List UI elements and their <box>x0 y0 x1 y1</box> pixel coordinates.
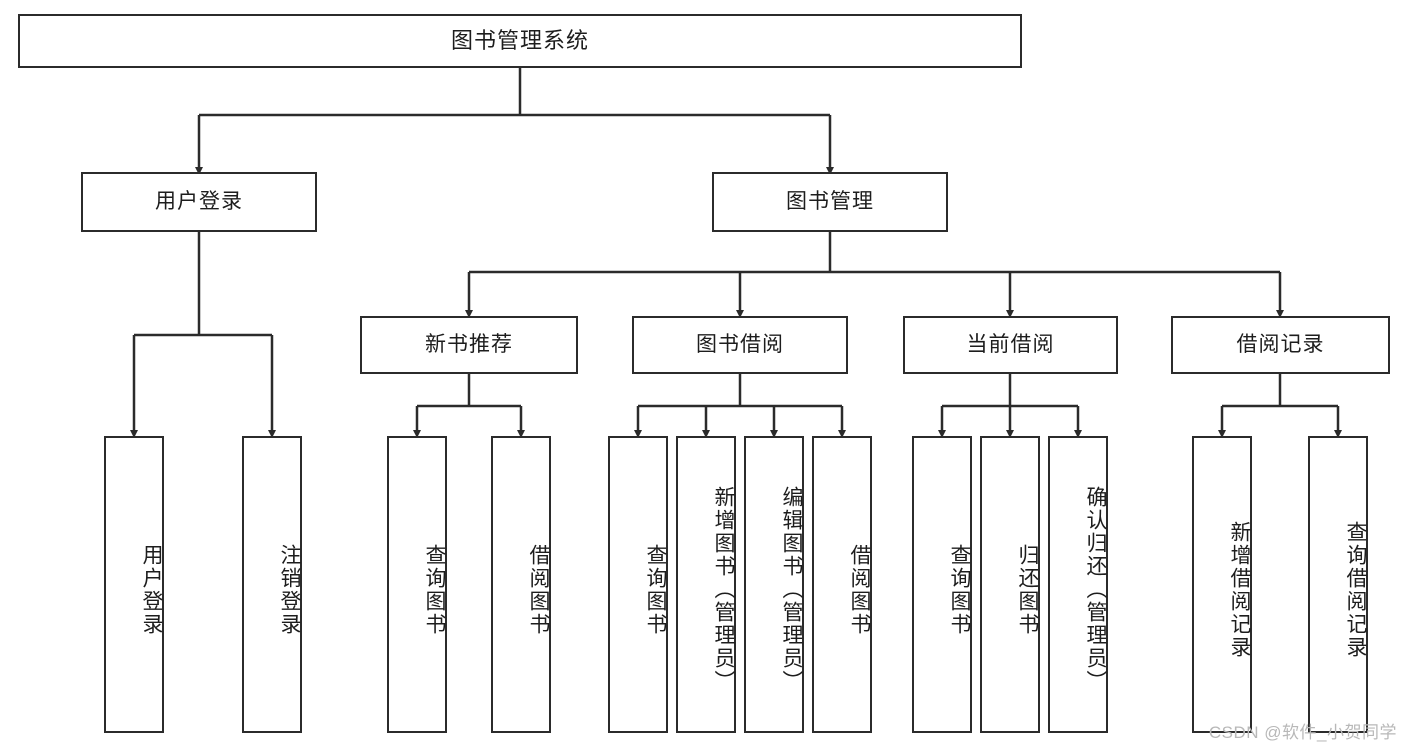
node-label: 借阅记录 <box>1236 333 1325 357</box>
leaf-add-book-admin[interactable]: 新增图书（管理员） <box>676 436 736 733</box>
leaf-query-book-borrow[interactable]: 查询图书 <box>608 436 668 733</box>
node-label: 图书管理系统 <box>450 27 589 53</box>
node-label: 查询图书 <box>948 543 971 636</box>
node-label: 查询图书 <box>644 543 667 636</box>
node-book-borrowing[interactable]: 图书借阅 <box>632 316 848 374</box>
node-label: 查询图书 <box>423 543 446 636</box>
node-label: 用户登录 <box>155 190 243 214</box>
node-label: 新增借阅记录 <box>1228 520 1251 659</box>
node-label: 新书推荐 <box>425 333 513 357</box>
node-label: 借阅图书 <box>527 543 550 636</box>
node-borrowing-records[interactable]: 借阅记录 <box>1171 316 1390 374</box>
csdn-watermark: CSDN @软件_小贺同学 <box>1208 723 1397 742</box>
leaf-query-book-current[interactable]: 查询图书 <box>912 436 972 733</box>
leaf-logout[interactable]: 注销登录 <box>242 436 302 733</box>
node-new-book-recommendation[interactable]: 新书推荐 <box>360 316 578 374</box>
leaf-confirm-return-admin[interactable]: 确认归还（管理员） <box>1048 436 1108 733</box>
node-label: 编辑图书（管理员） <box>780 486 803 693</box>
node-label: 图书管理 <box>786 190 874 214</box>
node-label: 注销登录 <box>278 543 301 636</box>
node-label: 借阅图书 <box>848 543 871 636</box>
node-label: 用户登录 <box>140 543 163 636</box>
leaf-add-borrow-record[interactable]: 新增借阅记录 <box>1192 436 1252 733</box>
node-current-borrowing[interactable]: 当前借阅 <box>903 316 1118 374</box>
node-label: 当前借阅 <box>966 333 1055 357</box>
node-label: 图书借阅 <box>696 333 784 357</box>
leaf-user-login[interactable]: 用户登录 <box>104 436 164 733</box>
node-label: 归还图书 <box>1016 543 1039 636</box>
leaf-return-book[interactable]: 归还图书 <box>980 436 1040 733</box>
leaf-query-borrow-record[interactable]: 查询借阅记录 <box>1308 436 1368 733</box>
leaf-borrow-book[interactable]: 借阅图书 <box>812 436 872 733</box>
node-root-book-management-system[interactable]: 图书管理系统 <box>18 14 1022 68</box>
node-book-management[interactable]: 图书管理 <box>712 172 948 232</box>
leaf-borrow-book-new[interactable]: 借阅图书 <box>491 436 551 733</box>
node-user-login[interactable]: 用户登录 <box>81 172 317 232</box>
leaf-query-book-new[interactable]: 查询图书 <box>387 436 447 733</box>
node-label: 查询借阅记录 <box>1344 520 1367 659</box>
node-label: 确认归还（管理员） <box>1084 486 1107 693</box>
leaf-edit-book-admin[interactable]: 编辑图书（管理员） <box>744 436 804 733</box>
node-label: 新增图书（管理员） <box>712 486 735 693</box>
